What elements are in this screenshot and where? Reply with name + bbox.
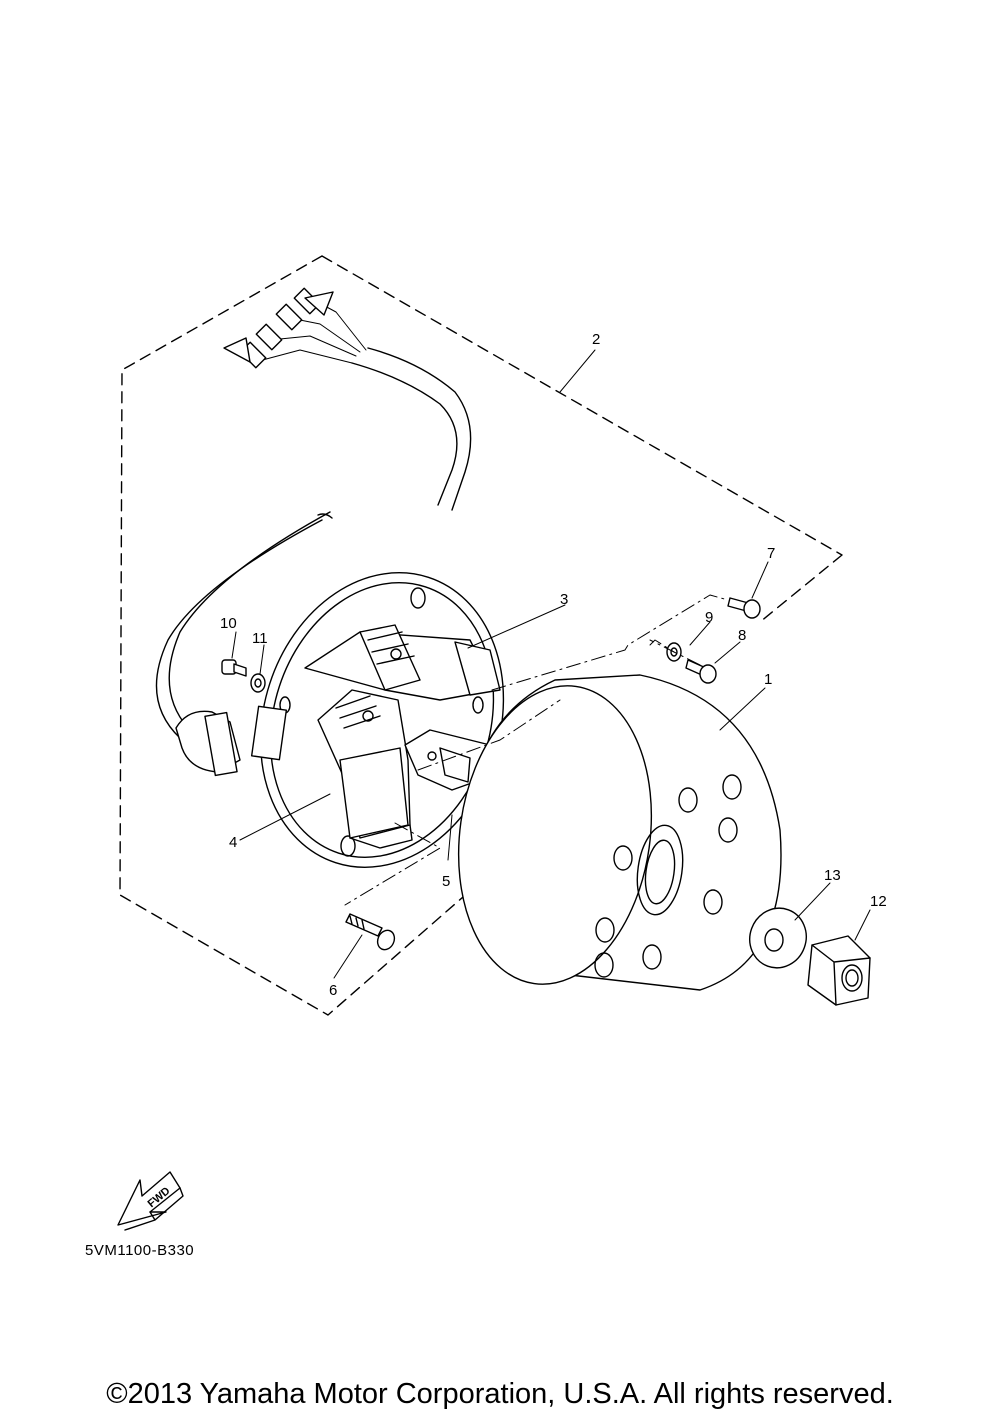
screw-8 bbox=[685, 659, 717, 684]
alignment-lines bbox=[344, 594, 729, 906]
copyright-notice: ©2013 Yamaha Motor Corporation, U.S.A. A… bbox=[106, 1378, 894, 1410]
callout-3: 3 bbox=[560, 591, 568, 608]
callout-4: 4 bbox=[229, 834, 237, 851]
callout-2: 2 bbox=[592, 331, 600, 348]
callout-11: 11 bbox=[252, 630, 268, 647]
washer-13 bbox=[749, 907, 807, 969]
screw-7 bbox=[727, 597, 761, 619]
callout-5: 5 bbox=[442, 873, 450, 890]
callout-13: 13 bbox=[824, 867, 841, 884]
nut-12 bbox=[807, 935, 871, 1006]
leader-lines bbox=[231, 349, 871, 979]
harness-clip bbox=[250, 705, 288, 761]
callout-10: 10 bbox=[220, 615, 237, 632]
washer-11 bbox=[250, 673, 266, 693]
callout-7: 7 bbox=[767, 545, 775, 562]
screw-10 bbox=[221, 659, 247, 677]
coil-4 bbox=[317, 689, 413, 849]
callout-12: 12 bbox=[870, 893, 887, 910]
callout-1: 1 bbox=[764, 671, 772, 688]
assembly-boundary bbox=[119, 255, 843, 1016]
flywheel-rotor-1 bbox=[457, 674, 782, 991]
callout-9: 9 bbox=[705, 609, 713, 626]
fwd-arrow-icon: FWD bbox=[117, 1171, 184, 1231]
part-code: 5VM1100-B330 bbox=[85, 1242, 195, 1259]
callout-8: 8 bbox=[738, 627, 746, 644]
callout-6: 6 bbox=[329, 982, 337, 999]
screw-6 bbox=[345, 913, 396, 951]
wire-harness bbox=[155, 287, 472, 777]
coil-3 bbox=[304, 624, 501, 701]
